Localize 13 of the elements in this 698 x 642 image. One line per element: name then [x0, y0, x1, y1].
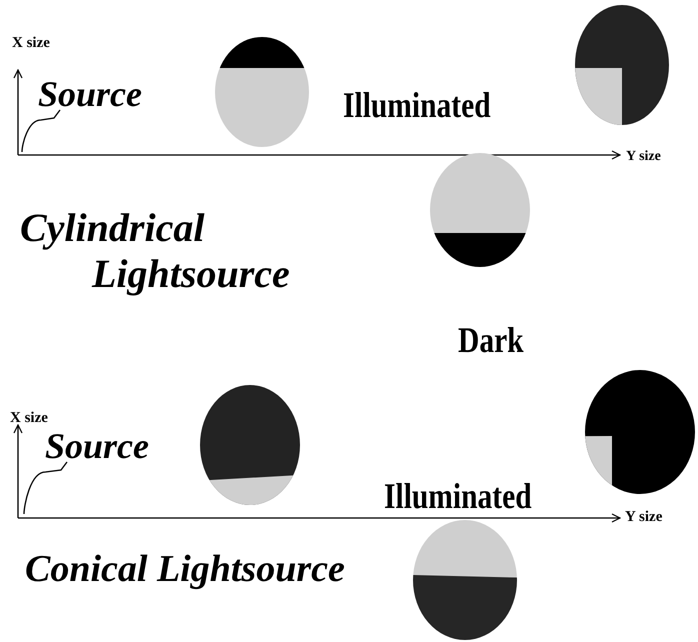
- state-label: Dark: [458, 322, 524, 360]
- lightsource-title: Cylindrical Lightsource: [20, 205, 291, 297]
- axis-label: X size: [12, 36, 50, 52]
- axis-label: Y size: [626, 150, 661, 165]
- lightsource-title: Conical Lightsource: [25, 550, 345, 590]
- state-label: Illuminated: [343, 87, 491, 125]
- axis-label: Y size: [625, 510, 662, 526]
- leader-line: [23, 462, 68, 514]
- source-label: Source: [45, 428, 150, 466]
- axis-label: X size: [10, 411, 48, 427]
- state-label: Illuminated: [384, 478, 532, 516]
- source-label: Source: [38, 76, 142, 114]
- leader-line: [21, 110, 61, 152]
